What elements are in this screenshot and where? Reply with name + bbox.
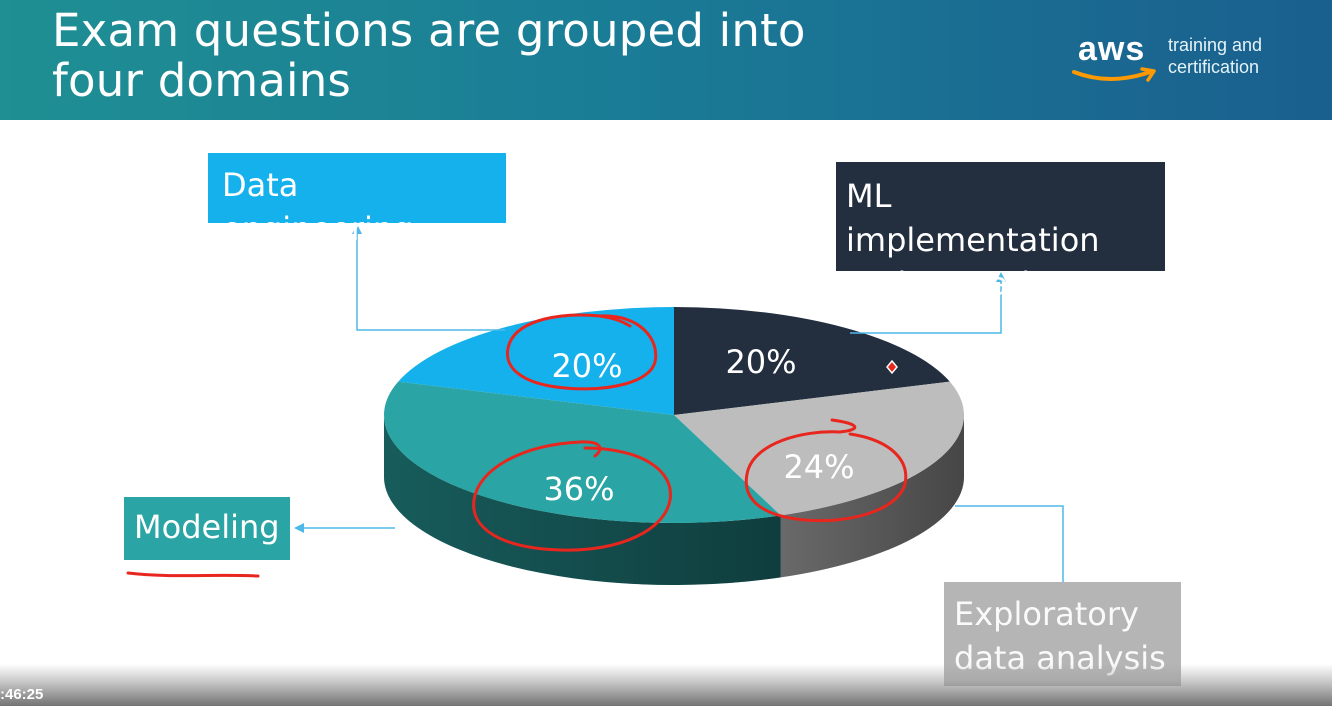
aws-logo-subtitle: training and certification [1168,34,1262,78]
connector-eda [955,505,1064,582]
label-ml-line-1: ML implementation [846,177,1100,259]
label-data-engineering: Data engineering [208,153,506,248]
value-labels: 20% 20% 24% 36% [543,343,854,508]
pie-tops [383,307,964,523]
label-ml-line-2: and operations [846,265,1087,303]
connector-lines [294,224,1064,582]
value-label-ml-implementation: 20% [725,343,796,381]
title-line-2: four domains [52,54,352,107]
aws-smile-icon [1072,67,1156,82]
annotation-circle-36-percent [472,440,672,552]
connector-ml-arrow-icon [996,272,1006,282]
title-line-1: Exam questions are grouped into [52,4,806,57]
value-label-modeling: 36% [543,470,614,508]
red-pen-annotations [126,313,908,578]
video-progress-bar[interactable] [0,664,1332,706]
value-label-data-engineering: 20% [551,347,622,385]
connector-ml [850,276,1002,334]
logo-sub-line-2: certification [1168,57,1260,77]
pie-side-shade-modeling [384,415,781,585]
pointer-marker-icon [886,359,898,375]
aws-logo-word: aws [1078,30,1146,68]
pie-sides [384,415,964,585]
annotation-underline-modeling [126,571,260,578]
label-modeling: Modeling [124,497,290,560]
connector-data-engineering-arrow-icon [352,224,362,234]
annotation-circle-20-percent [506,313,658,391]
logo-sub-line-1: training and [1168,35,1263,55]
pie-slice-modeling [383,381,781,523]
slide-header: Exam questions are grouped into four dom… [0,0,1332,120]
pie-side-shade-exploratory-data-analysis [780,415,964,578]
pie-slice-ml-implementation [674,307,950,415]
label-eda-line-1: Exploratory [954,595,1139,633]
pie-chart: 20% 20% 24% 36% [126,224,1064,585]
video-timestamp: :46:25 [0,686,44,703]
label-ml-implementation: ML implementation and operations [836,162,1165,303]
connector-modeling-arrow-icon [294,523,304,533]
connector-data-engineering [356,228,505,331]
slide-title: Exam questions are grouped into four dom… [52,6,806,106]
value-label-exploratory-data-analysis: 24% [783,448,854,486]
aws-logo: aws training and certification [1070,28,1300,88]
annotation-circle-24-percent [744,418,908,523]
